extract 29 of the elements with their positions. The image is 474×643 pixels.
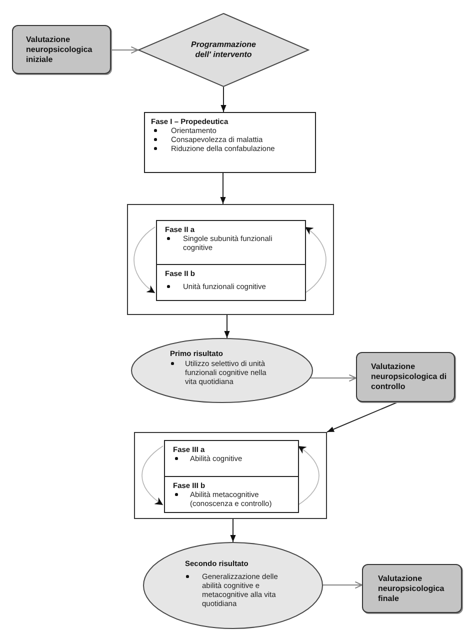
arrow xyxy=(230,518,236,542)
outcome-ellipse xyxy=(143,542,323,629)
arrow xyxy=(224,314,230,339)
cycle-arrow xyxy=(304,226,326,294)
cycle-arrow xyxy=(134,226,156,294)
decision-diamond xyxy=(138,13,309,87)
arrow xyxy=(326,402,398,432)
phase-box xyxy=(156,220,306,265)
assessment-label: Valutazione neuropsicologica di controllo xyxy=(371,362,448,392)
assessment-label: Valutazione neuropsicologica iniziale xyxy=(26,34,94,64)
arrow xyxy=(310,374,357,382)
decision-label: Programmazione dell' intervento xyxy=(190,40,257,60)
phase-box xyxy=(164,440,299,477)
assessment-box xyxy=(12,25,111,74)
outcome-ellipse xyxy=(131,338,313,403)
phase-box xyxy=(164,476,299,513)
arrow xyxy=(322,581,363,589)
phase-box xyxy=(156,264,306,301)
cycle-arrow xyxy=(298,446,320,506)
cycle-arrow xyxy=(142,446,164,506)
phase-group-box xyxy=(134,432,327,519)
phase-box xyxy=(144,112,316,173)
assessment-label: Valutazione neuropsicologica finale xyxy=(378,574,446,604)
assessment-box xyxy=(362,564,462,613)
assessment-box xyxy=(356,352,455,402)
arrow xyxy=(220,86,226,112)
arrow xyxy=(220,172,226,204)
arrow xyxy=(110,46,139,54)
phase-group-box xyxy=(127,204,334,315)
